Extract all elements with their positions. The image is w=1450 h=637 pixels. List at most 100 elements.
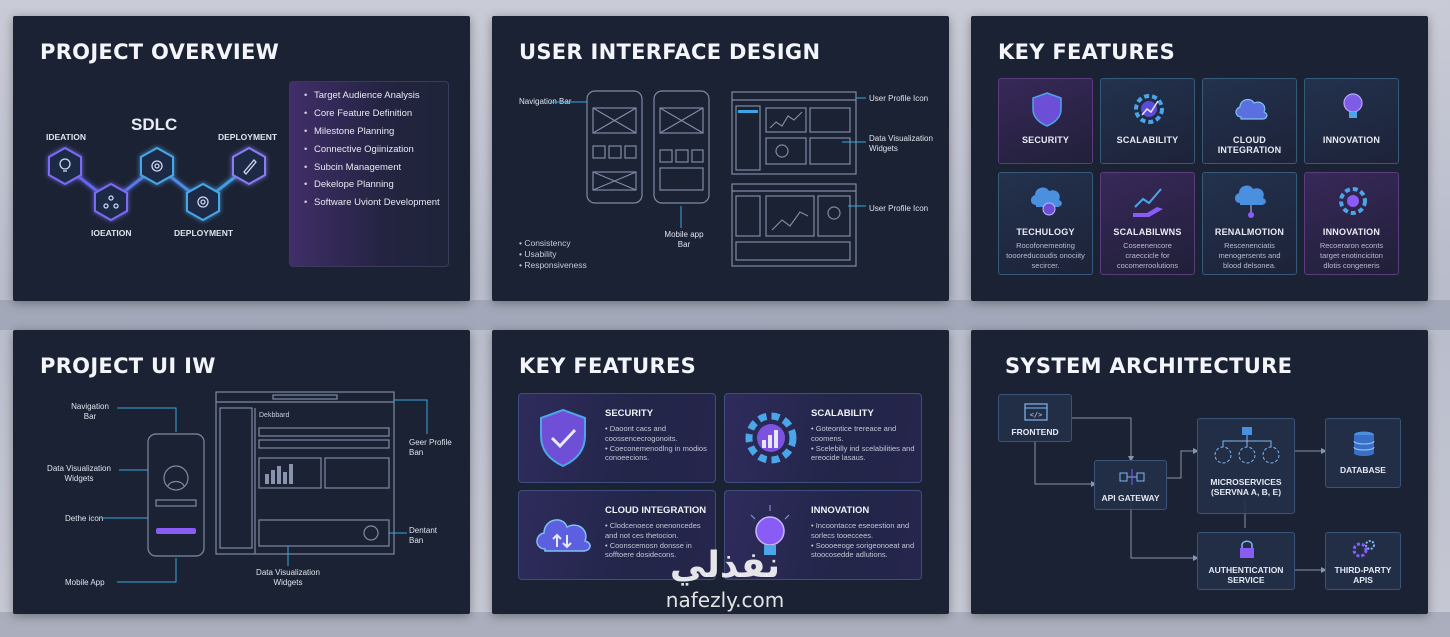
third-party-node[interactable]: THIRD-PARTY APIS — [1325, 532, 1401, 590]
feature-tile[interactable]: RENALMOTION Rescenenciatis menogersents … — [1202, 172, 1297, 275]
feature-description: • Daoont cacs and coossencecrogonoits. •… — [605, 424, 707, 463]
database-icon — [1353, 431, 1375, 456]
feature-description: • Clodcenoece onenoncedes and not ces th… — [605, 521, 701, 560]
list-item: Software Uviont Development — [304, 197, 440, 209]
list-item: Connective Ogiinization — [304, 144, 440, 156]
cloud-upload-icon — [536, 519, 591, 552]
slide-key-features-cards[interactable]: KEY FEATURES SECURITY • Daoont cacs and … — [492, 330, 949, 614]
cloud-icon — [1235, 98, 1268, 120]
background-stripe — [0, 612, 1450, 637]
list-item: Subcin Management — [304, 162, 440, 174]
feature-description: Recoeraron econts target enotinciciton d… — [1319, 241, 1384, 270]
slide-title: USER INTERFACE DESIGN — [519, 40, 821, 64]
cloud-gear-icon — [1030, 187, 1062, 216]
phase-label: IDEATION — [46, 132, 86, 142]
node-label: API GATEWAY — [1101, 493, 1160, 503]
feature-description: Rocofonemeoting toooreducoudis onociity … — [1006, 241, 1085, 270]
svg-text:</>: </> — [1030, 411, 1043, 419]
gateway-icon — [1119, 469, 1145, 485]
growth-hand-icon — [1133, 188, 1163, 217]
lightbulb-icon — [750, 505, 790, 555]
list-item: • Responsiveness — [519, 260, 587, 271]
shield-icon — [1032, 92, 1062, 127]
callout-label: Geer Profile Ban — [409, 438, 452, 457]
feature-title: INNOVATION — [811, 505, 870, 516]
feature-tile[interactable]: TECHULOGY Rocofonemeoting toooreducoudis… — [998, 172, 1093, 275]
phase-label: DEPLOYMENT — [218, 132, 278, 142]
callout-label: Mobile app Bar — [664, 230, 704, 249]
feature-card[interactable]: CLOUD INTEGRATION • Clodcenoece onenonce… — [518, 490, 716, 580]
phase-label: IOEATION — [91, 228, 132, 238]
sdlc-label: SDLC — [131, 115, 178, 134]
list-item: Target Audience Analysis — [304, 90, 440, 102]
callout-label: Mobile App — [65, 578, 105, 587]
database-node[interactable]: DATABASE — [1325, 418, 1401, 488]
callout-label: Navigation Bar — [519, 97, 572, 106]
feature-name: INNOVATION — [1322, 227, 1381, 237]
shield-check-icon — [540, 408, 586, 468]
feature-tile[interactable]: INNOVATION — [1304, 78, 1399, 164]
sdlc-item-list: Target Audience Analysis Core Feature De… — [289, 81, 449, 267]
watermark-arabic: نفذلي — [669, 545, 781, 586]
feature-description: Coseenencore craeccicle for cocomerroolu… — [1116, 241, 1179, 270]
auth-service-node[interactable]: AUTHENTICATION SERVICE — [1197, 532, 1295, 590]
feature-name: SECURITY — [1021, 135, 1070, 145]
list-item: Core Feature Definition — [304, 108, 440, 120]
feature-description: Rescenenciatis menogersents and blood de… — [1218, 241, 1281, 270]
frontend-node[interactable]: </> FRONTEND — [998, 394, 1072, 442]
lock-icon — [1240, 540, 1254, 558]
callout-label: Dentant Ban — [409, 526, 438, 545]
watermark-latin: nafezly.com — [665, 588, 785, 612]
list-item: • Consistency — [519, 238, 571, 248]
feature-tile[interactable]: SCALABILWNS Coseenencore craeccicle for … — [1100, 172, 1195, 275]
list-item: Dekelope Planning — [304, 179, 440, 191]
slide-user-interface-design[interactable]: USER INTERFACE DESIGN Navigation Bar Mob… — [492, 16, 949, 301]
feature-description: • Incoontacce eseoestion and sorlecs too… — [811, 521, 915, 560]
feature-tile[interactable]: INNOVATION Recoeraron econts target enot… — [1304, 172, 1399, 275]
node-label: THIRD-PARTY APIS — [1334, 565, 1392, 586]
slide-title: KEY FEATURES — [998, 40, 1176, 64]
callout-label: User Profile Icon — [869, 94, 929, 103]
slide-title: KEY FEATURES — [519, 354, 697, 378]
gears-icon — [1352, 540, 1375, 558]
feature-tile[interactable]: SECURITY — [998, 78, 1093, 164]
callout-label: Data Visualization Widgets — [47, 464, 111, 483]
feature-name: SCALABILITY — [1116, 135, 1179, 145]
slide-system-architecture[interactable]: SYSTEM ARCHITECTURE </> FRONTEND — [971, 330, 1428, 614]
callout-label: Data Visualization Widgets — [256, 568, 320, 587]
callout-label: Data Visualization Widgets — [869, 134, 933, 153]
node-label: DATABASE — [1340, 465, 1386, 475]
feature-name: INNOVATION — [1322, 135, 1381, 145]
slide-key-features-grid[interactable]: KEY FEATURES SECURITY SCALABILITY CLOUD … — [971, 16, 1428, 301]
feature-tile[interactable]: SCALABILITY — [1100, 78, 1195, 164]
slide-project-ui[interactable]: PROJECT UI IW Navigation Bar Data Visual… — [13, 330, 470, 614]
feature-title: CLOUD INTEGRATION — [605, 505, 707, 516]
feature-tile[interactable]: CLOUD INTEGRATION — [1202, 78, 1297, 164]
feature-card[interactable]: SCALABILITY • Goteontice trereace and co… — [724, 393, 922, 483]
node-label: FRONTEND — [1011, 427, 1059, 437]
feature-name: CLOUD INTEGRATION — [1217, 135, 1282, 155]
gear-wrench-icon — [1339, 187, 1367, 215]
feature-title: SECURITY — [605, 408, 654, 419]
watermark: نفذلي nafezly.com — [640, 545, 810, 613]
background-stripe — [0, 300, 1450, 330]
api-gateway-node[interactable]: API GATEWAY — [1094, 460, 1167, 510]
dashboard-label: Dekbbard — [259, 412, 290, 419]
feature-description: • Goteontice trereace and coomens. • Sce… — [811, 424, 915, 463]
microservices-node[interactable]: MICROSERVICES (SERVNA A, B, E) — [1197, 418, 1295, 514]
slide-title: PROJECT OVERVIEW — [40, 40, 280, 64]
list-item: • Usability — [519, 249, 557, 260]
feature-card[interactable]: INNOVATION • Incoontacce eseoestion and … — [724, 490, 922, 580]
project-ui-wireframe — [101, 391, 428, 583]
feature-name: TECHULOGY — [1016, 227, 1075, 237]
wireframe-illustration — [550, 90, 866, 267]
node-label: MICROSERVICES (SERVNA A, B, E) — [1210, 477, 1282, 498]
gear-chart-icon — [745, 412, 797, 464]
callout-label: Dethe icon — [65, 514, 104, 523]
feature-card[interactable]: SECURITY • Daoont cacs and coossencecrog… — [518, 393, 716, 483]
phase-label: DEPLOYMENT — [174, 228, 234, 238]
slide-project-overview[interactable]: PROJECT OVERVIEW SDLC IDEATION DEPLOYMEN… — [13, 16, 470, 301]
feature-name: SCALABILWNS — [1113, 227, 1182, 237]
network-icon — [1214, 427, 1280, 464]
architecture-connectors — [1034, 417, 1327, 573]
